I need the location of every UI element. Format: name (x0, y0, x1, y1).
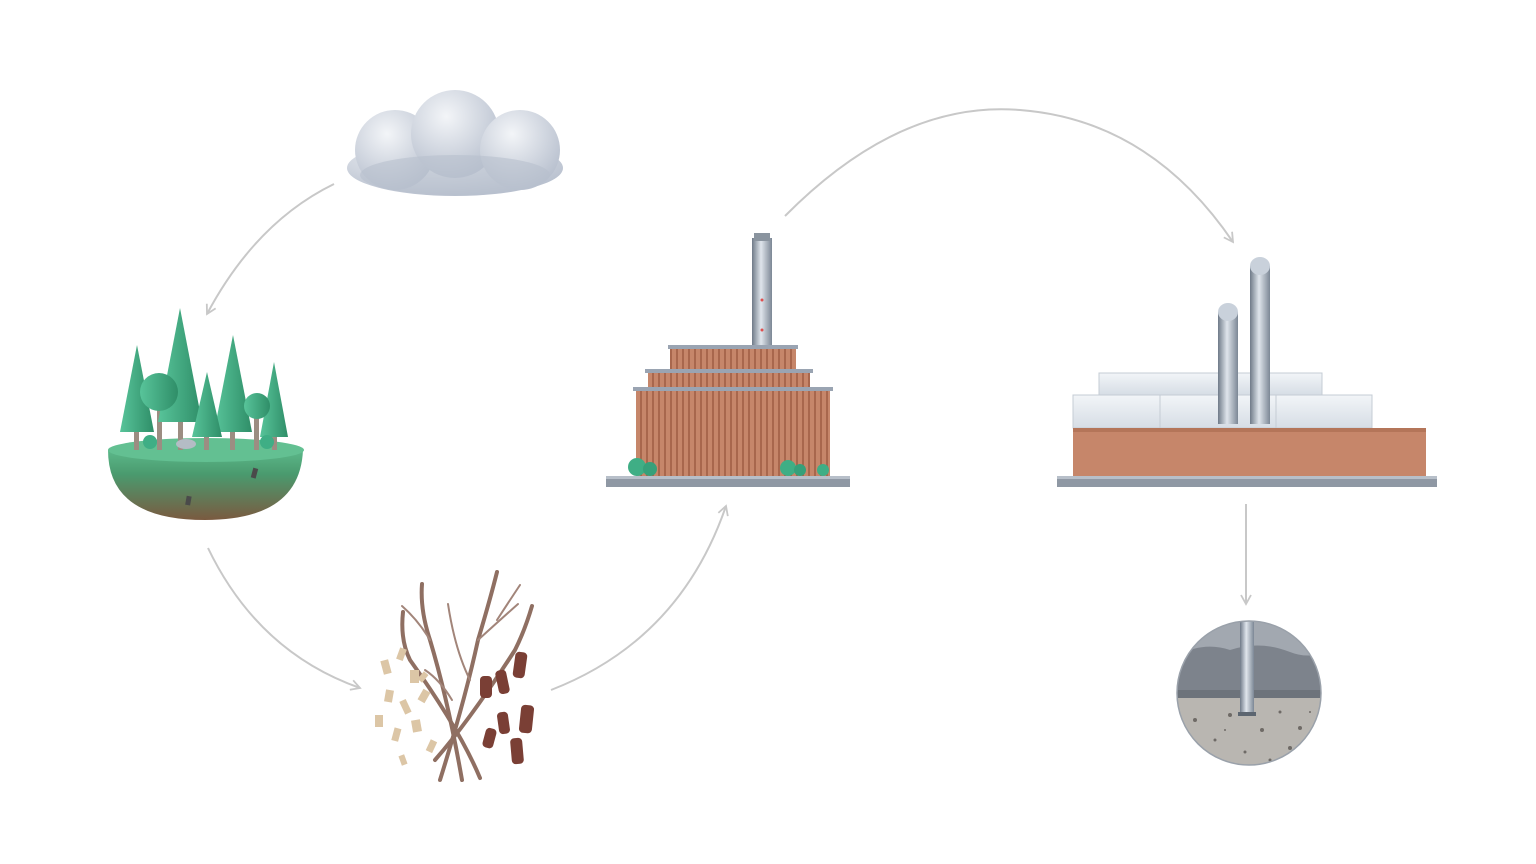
arrow-cloud-to-forest (205, 183, 335, 316)
arrow-forest-to-biomass (207, 547, 362, 691)
cloud-icon (347, 90, 563, 196)
power-plant-icon (606, 233, 850, 487)
carbon-capture-facility-icon (1057, 257, 1437, 487)
arrow-biomass-to-power-plant (550, 504, 729, 691)
forest-island-icon (108, 308, 304, 520)
flow-arrows (205, 108, 1252, 691)
arrow-power-plant-to-capture-facility (784, 108, 1235, 244)
underground-storage-well-icon (1176, 620, 1322, 766)
branches-wood-chips-icon (375, 570, 535, 782)
